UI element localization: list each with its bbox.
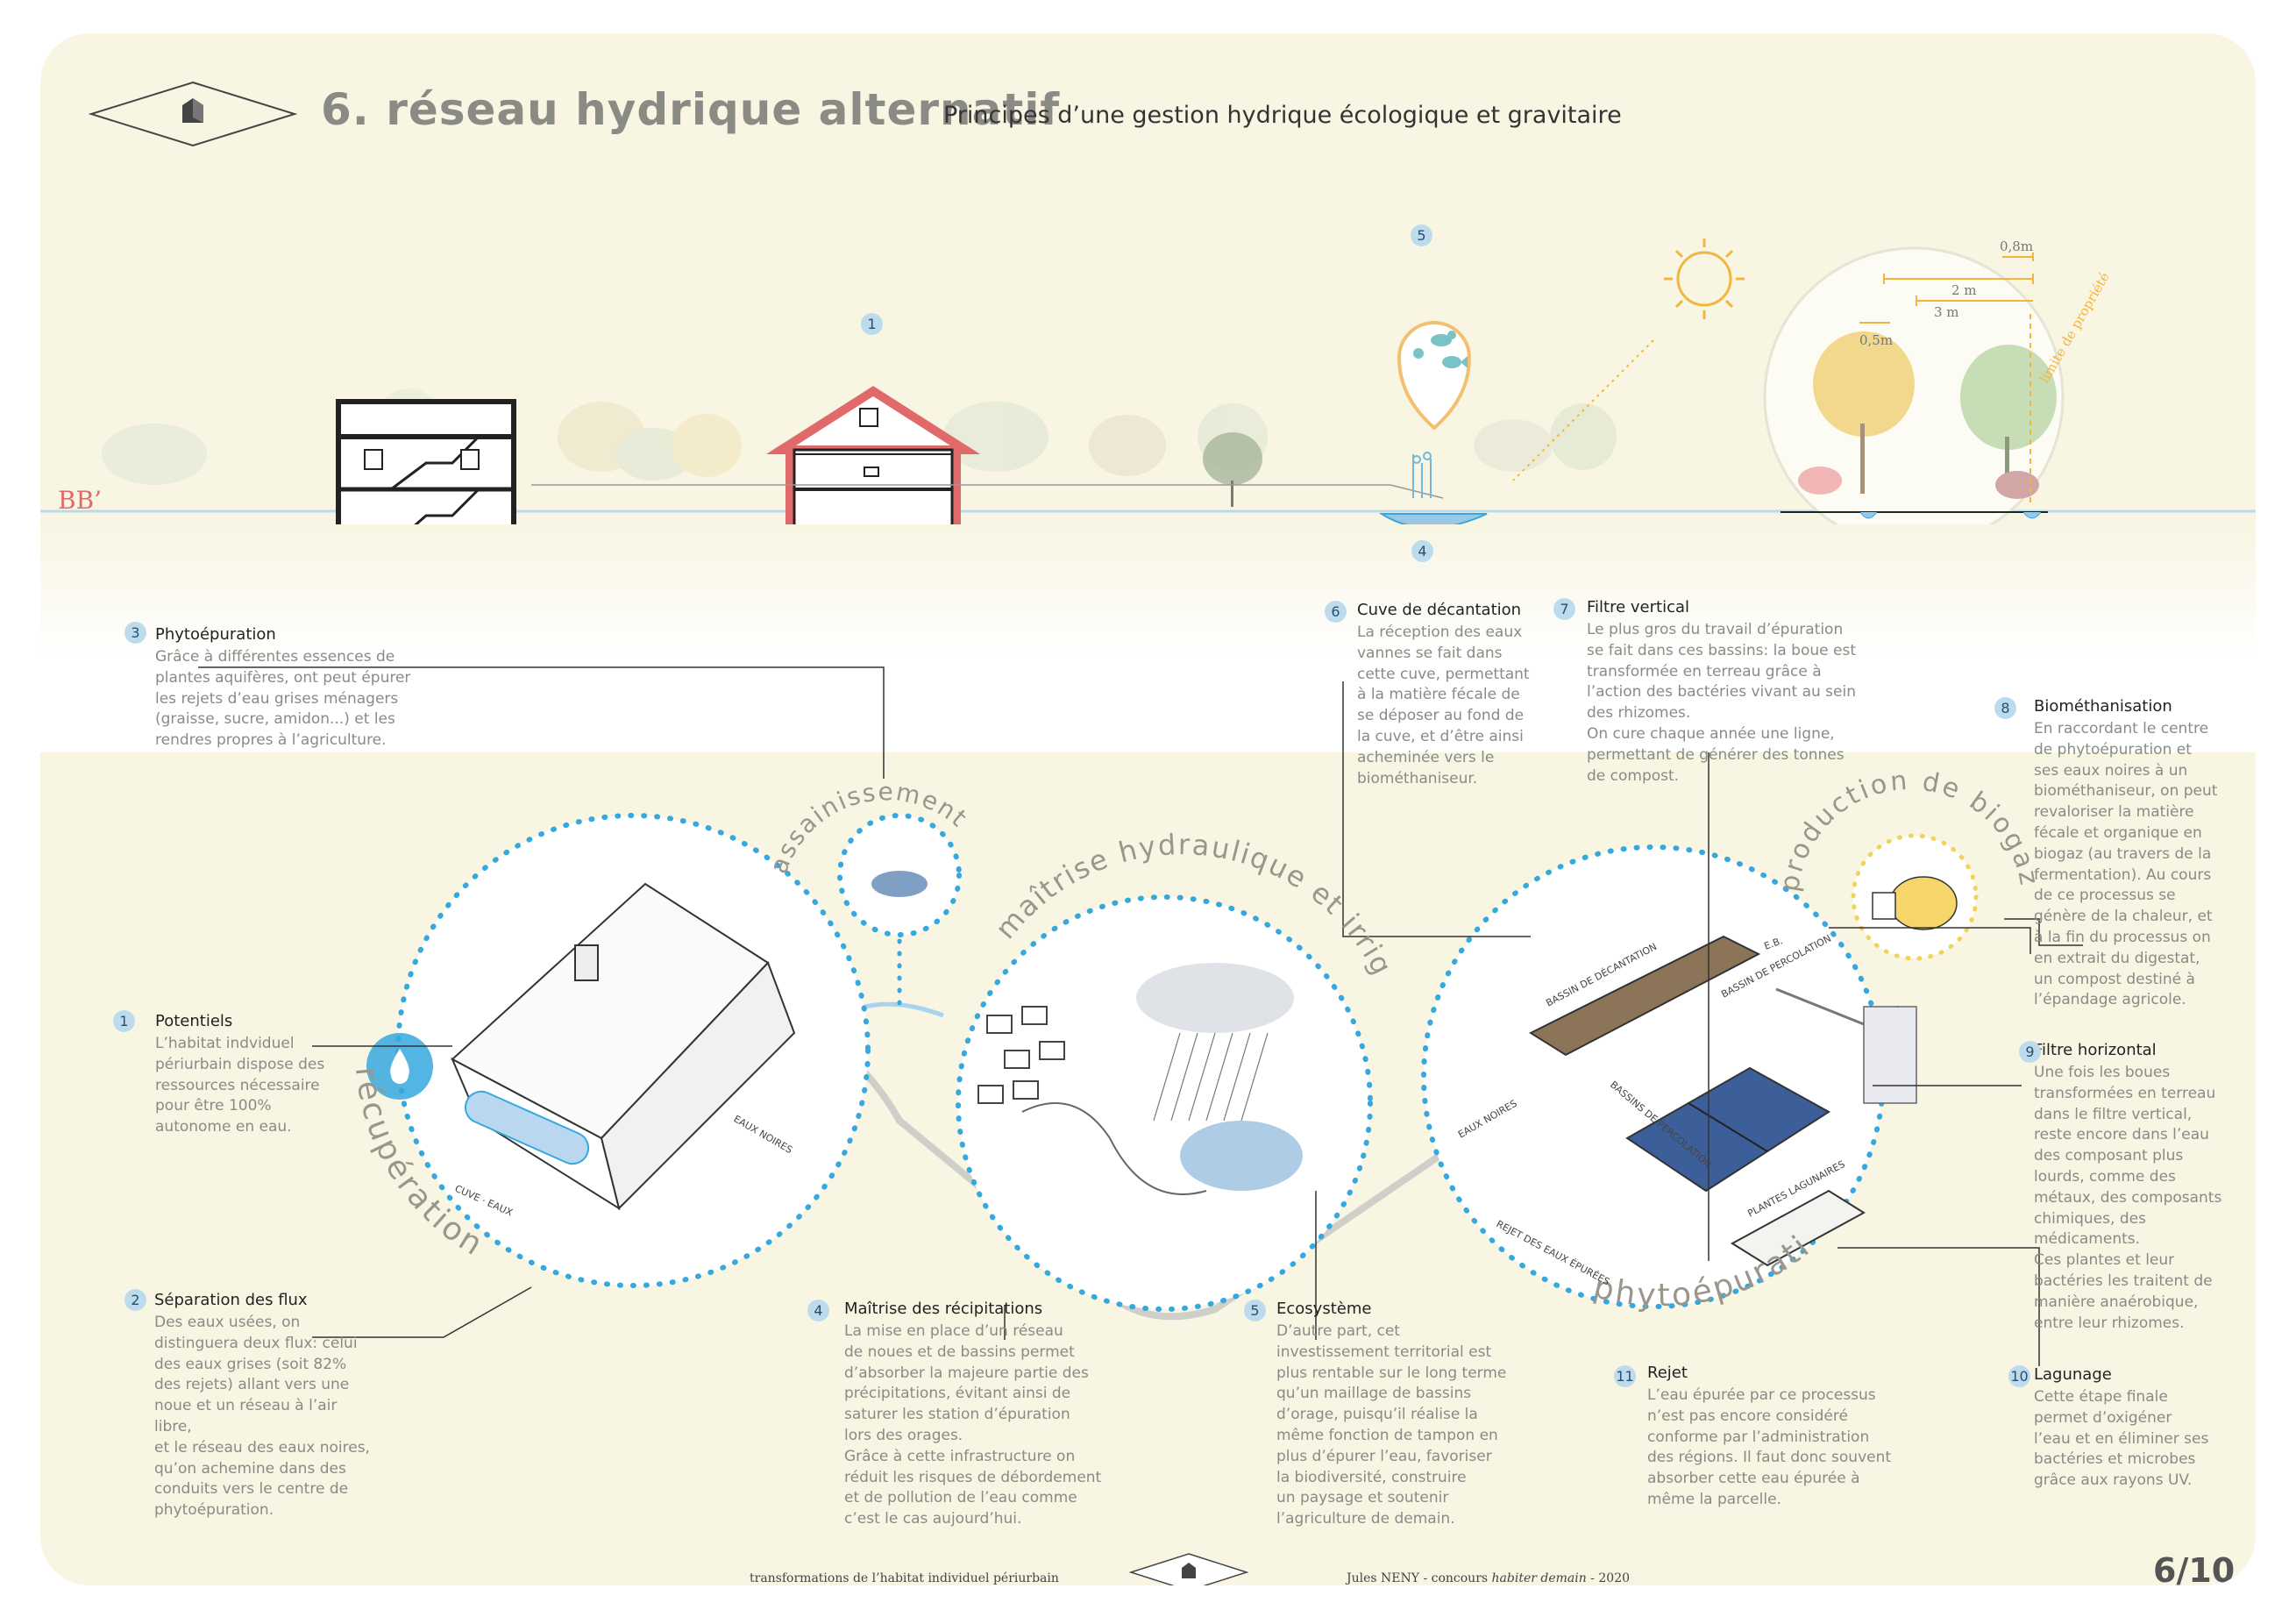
block-badge-4: 4 xyxy=(807,1300,829,1321)
info-block-biomethanisation: 8 Biométhanisation En raccordant le cent… xyxy=(1994,697,2256,1011)
sun-icon xyxy=(1664,239,1745,319)
info-block-cuve: 6 Cuve de décantation La réception des e… xyxy=(1325,601,1588,789)
block-body-2: Des eaux usées, on distinguera deux flux… xyxy=(154,1314,370,1520)
block-badge-1: 1 xyxy=(113,1010,135,1032)
poster-board: 6. réseau hydrique alternatif Principes … xyxy=(40,33,2256,1585)
info-block-rejet: 11 Rejet L’eau épurée par ce processus n… xyxy=(1614,1364,1891,1511)
logo-house-icon xyxy=(88,81,298,147)
section-badge-4: 4 xyxy=(1411,540,1433,562)
landscape-section: BB’ xyxy=(40,239,2256,551)
block-badge-9: 9 xyxy=(2019,1041,2041,1063)
block-body-3: Grâce à différentes essences de plantes … xyxy=(155,648,411,750)
footer-left: transformations de l’habitat individuel … xyxy=(750,1571,1059,1585)
block-badge-5: 5 xyxy=(1244,1300,1266,1321)
footer-author: Jules NENY - concours xyxy=(1347,1571,1492,1585)
block-badge-6: 6 xyxy=(1325,601,1347,623)
ecosystem-pin-icon xyxy=(1397,321,1472,431)
block-title-9: Filtre horizontal xyxy=(2034,1041,2157,1059)
block-title-6: Cuve de décantation xyxy=(1357,601,1522,619)
info-block-filtre-horizontal: 9 Filtre horizontal Une fois les boues t… xyxy=(2019,1041,2256,1334)
section-badge-5: 5 xyxy=(1411,224,1432,246)
lagoon-plants xyxy=(1731,1189,1866,1267)
info-block-phytoepuration: 3 Phytoépuration Grâce à différentes ess… xyxy=(124,622,410,751)
block-badge-11: 11 xyxy=(1614,1365,1636,1387)
block-body-1: L’habitat indviduel périurbain dispose d… xyxy=(155,1035,325,1136)
block-title-4: Maîtrise des récipitations xyxy=(844,1300,1043,1318)
water-drop-icon xyxy=(390,1049,409,1084)
block-title-3: Phytoépuration xyxy=(155,625,276,644)
process-diagram: récupération assainissement maîtrise hyd… xyxy=(40,595,2083,1366)
footer-contest: habiter demain xyxy=(1491,1571,1587,1585)
info-block-ecosysteme: 5 Ecosystème D’autre part, cet investiss… xyxy=(1244,1300,1507,1530)
dim-label-2: 2 m xyxy=(1951,282,1977,298)
dim-label-08: 0,8m xyxy=(2000,239,2033,254)
block-title-2: Séparation des flux xyxy=(154,1291,308,1309)
block-body-4: La mise en place d’un réseau de noues et… xyxy=(844,1322,1102,1528)
block-badge-7: 7 xyxy=(1553,598,1575,620)
block-title-11: Rejet xyxy=(1647,1364,1688,1382)
info-block-separation: 2 Séparation des flux Des eaux usées, on… xyxy=(124,1289,387,1521)
block-body-10: Cette étape finale permet d’oxigéner l’e… xyxy=(2034,1388,2209,1490)
block-badge-8: 8 xyxy=(1994,697,2016,719)
block-body-5: D’autre part, cet investissement territo… xyxy=(1276,1322,1507,1528)
info-block-maitrise: 4 Maîtrise des récipitations La mise en … xyxy=(807,1300,1101,1530)
block-body-8: En raccordant le centre de phytoépuratio… xyxy=(2034,720,2218,1009)
info-block-filtre-vertical: 7 Filtre vertical Le plus gros du travai… xyxy=(1553,598,1856,787)
footer-logo-icon xyxy=(1128,1553,1249,1585)
block-title-1: Potentiels xyxy=(155,1012,233,1030)
block-badge-2: 2 xyxy=(124,1289,146,1311)
block-body-6: La réception des eaux vannes se fait dan… xyxy=(1357,623,1530,787)
decantation-basin xyxy=(1528,935,1761,1057)
block-title-10: Lagunage xyxy=(2034,1365,2112,1384)
page-number: 6/10 xyxy=(2153,1551,2236,1585)
limite-label: limite de propriété xyxy=(2037,269,2113,386)
info-block-potentiels: 1 Potentiels L’habitat indviduel périurb… xyxy=(113,1010,376,1138)
section-detail-circle: 0,8m 2 m 3 m 0,5m limite de propriété xyxy=(1763,239,2113,548)
page-title: 6. réseau hydrique alternatif xyxy=(321,84,1061,135)
block-badge-3: 3 xyxy=(124,622,146,644)
cistern-sketch xyxy=(464,1090,590,1165)
block-badge-10: 10 xyxy=(2008,1365,2030,1387)
info-block-lagunage: 10 Lagunage Cette étape finale permet d’… xyxy=(2008,1365,2256,1492)
block-body-9: Une fois les boues transformées en terre… xyxy=(2034,1064,2222,1332)
section-badge-1: 1 xyxy=(861,313,883,335)
block-title-8: Biométhanisation xyxy=(2034,697,2172,716)
footer-right: Jules NENY - concours habiter demain - 2… xyxy=(1347,1571,1630,1585)
footer-year: - 2020 xyxy=(1590,1571,1631,1585)
block-title-5: Ecosystème xyxy=(1276,1300,1372,1318)
block-title-7: Filtre vertical xyxy=(1587,598,1690,616)
dim-label-3: 3 m xyxy=(1934,304,1959,320)
block-body-11: L’eau épurée par ce processus n’est pas … xyxy=(1647,1386,1892,1508)
bb-label: BB’ xyxy=(58,486,102,515)
fade-band xyxy=(40,524,2256,752)
page-subtitle: Principes d’une gestion hydrique écologi… xyxy=(943,102,1622,129)
block-body-7: Le plus gros du travail d’épuration se f… xyxy=(1587,621,1856,785)
dim-label-05: 0,5m xyxy=(1859,332,1893,348)
